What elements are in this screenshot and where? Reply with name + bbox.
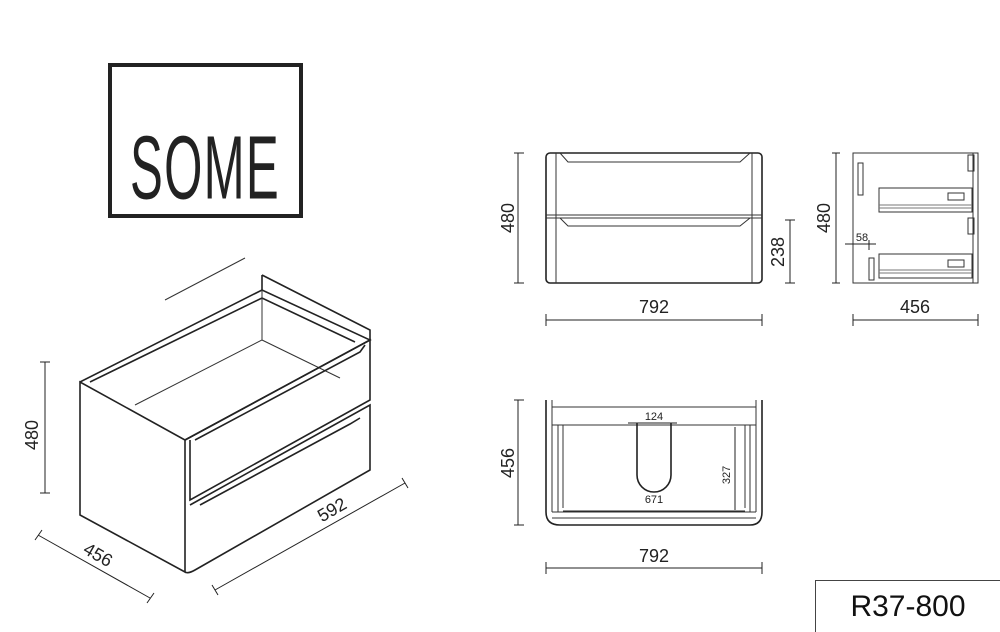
svg-text:456: 456 [80,539,116,571]
svg-text:SOME: SOME [130,117,280,217]
model-code-label: R37-800 [815,580,1000,632]
side-view: 58 480 456 [814,152,979,326]
svg-text:456: 456 [900,297,930,317]
svg-text:327: 327 [721,466,733,484]
svg-text:792: 792 [639,546,669,566]
front-view: 480 238 792 [498,152,795,326]
logo: SOME [108,63,303,218]
svg-text:671: 671 [645,494,663,506]
svg-text:480: 480 [814,203,834,233]
svg-text:456: 456 [498,448,518,478]
svg-text:480: 480 [498,203,518,233]
svg-text:792: 792 [639,297,669,317]
svg-text:480: 480 [22,420,42,450]
svg-text:238: 238 [768,237,788,267]
top-view: 124 671 327 456 792 [498,399,763,574]
svg-text:58: 58 [856,232,868,244]
isometric-view: 480 456 592 [22,257,409,604]
svg-text:124: 124 [645,411,663,423]
